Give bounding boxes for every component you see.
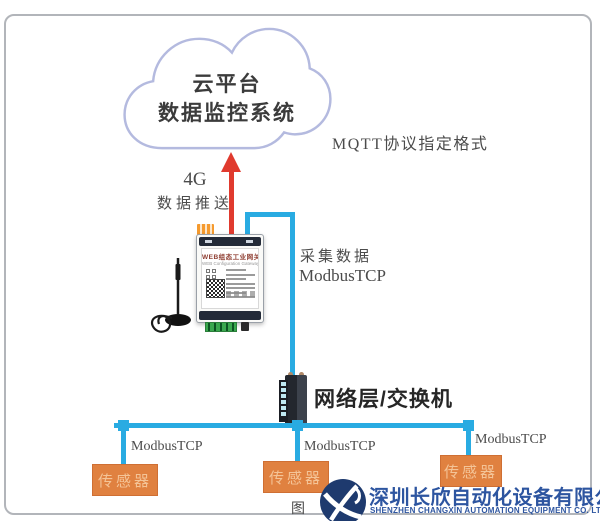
collect-protocol-label: ModbusTCP	[299, 266, 386, 285]
gateway-label: WEB组态工业网关 WEB Configuration Gateway	[201, 248, 259, 309]
switch-port	[281, 400, 286, 404]
sensor2-protocol-label: ModbusTCP	[304, 439, 376, 454]
uplink-push-label: 数据推送	[156, 196, 233, 212]
figure-caption: 图	[291, 502, 305, 517]
switch-port	[281, 406, 286, 410]
sensor-drop-line	[121, 423, 126, 465]
switch-screw	[288, 372, 293, 377]
cloud-title-line1: 云平台	[192, 73, 262, 96]
gateway-port-mark	[205, 240, 212, 243]
network-switch-label: 网络层/交换机	[314, 388, 453, 411]
mqtt-protocol-label: MQTT协议指定格式	[332, 136, 489, 153]
sensor-drop-line	[466, 423, 471, 457]
spec-line	[226, 269, 247, 271]
led-square	[212, 275, 216, 279]
switch-screw	[299, 372, 304, 377]
collect-data-label: 采集数据	[300, 249, 373, 265]
spec-line	[226, 282, 255, 285]
switch-port	[281, 412, 286, 416]
sensor-drop-line	[295, 423, 300, 462]
company-name-cn: 深圳长欣自动化设备有限公司	[369, 487, 600, 509]
gateway-cert-icons	[226, 291, 255, 297]
company-logo-icon	[320, 479, 366, 521]
sensor-box-1: 传感器	[92, 464, 158, 496]
spec-line	[226, 296, 255, 298]
spec-line	[226, 287, 255, 289]
qr-code-icon	[206, 279, 225, 298]
cloud-title-line2: 数据监控系统	[158, 102, 296, 125]
gateway-link-segment-horizontal	[245, 212, 295, 217]
diagram-border	[4, 14, 592, 515]
sensor1-protocol-label: ModbusTCP	[131, 439, 203, 454]
antenna-icon	[150, 258, 191, 333]
gateway-device: WEB组态工业网关 WEB Configuration Gateway	[196, 234, 264, 323]
uplink-arrow-head-icon	[221, 152, 241, 172]
led-square	[212, 269, 216, 273]
switch-port	[281, 388, 286, 392]
gateway-link-segment-vertical	[245, 212, 250, 238]
company-name-en: SHENZHEN CHANGXIN AUTOMATION EQUIPMENT C…	[370, 506, 600, 515]
gateway-title: WEB组态工业网关	[202, 254, 259, 261]
gateway-port-mark	[246, 240, 253, 243]
gateway-terminal-block	[205, 322, 237, 332]
gateway-usb-port	[241, 322, 249, 331]
cert-icon	[226, 291, 231, 297]
sensor-box-3: 传感器	[440, 455, 502, 487]
uplink-arrow-line	[229, 170, 234, 236]
cloud-icon	[123, 27, 332, 150]
sensor3-protocol-label: ModbusTCP	[475, 432, 547, 447]
spec-line	[226, 273, 255, 276]
switch-ports	[279, 380, 288, 422]
gateway-subtitle: WEB Configuration Gateway	[202, 261, 259, 266]
led-square	[206, 269, 210, 273]
spec-line	[226, 278, 247, 280]
gateway-link-segment-down	[290, 212, 295, 376]
gateway-bottom-panel	[199, 311, 261, 320]
gateway-power-connector	[197, 224, 214, 235]
cert-icon	[234, 291, 239, 297]
gateway-top-panel	[199, 237, 261, 246]
uplink-4g-label: 4G	[183, 169, 207, 190]
cert-icon	[250, 291, 255, 297]
led-square	[206, 275, 210, 279]
switch-port	[281, 382, 286, 386]
switch-body	[285, 375, 307, 425]
sensor-box-2: 传感器	[263, 461, 329, 493]
cert-icon	[242, 291, 247, 297]
ethernet-switch-icon	[278, 372, 310, 425]
switch-port	[281, 394, 286, 398]
